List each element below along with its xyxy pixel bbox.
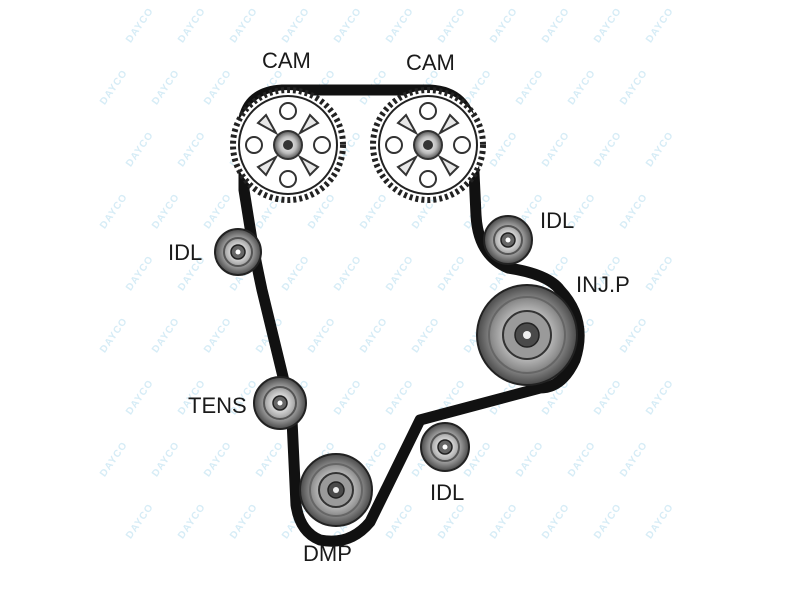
label-cam-left: CAM <box>262 48 311 73</box>
label-idl-lower: IDL <box>430 480 465 505</box>
idler-right-upper-pulley <box>483 215 533 265</box>
label-inj-pump: INJ.P <box>576 272 630 297</box>
injection-pump-pulley <box>476 284 578 386</box>
idler-left-pulley <box>214 228 262 276</box>
label-dmp: DMP <box>303 541 352 566</box>
label-tens: TENS <box>188 393 247 418</box>
label-idl-right-upper: IDL <box>540 208 575 233</box>
label-idl-left: IDL <box>168 240 203 265</box>
idler-lower-pulley <box>420 422 470 472</box>
tensioner-pulley <box>253 376 307 430</box>
label-cam-right: CAM <box>406 50 455 75</box>
cam-left-holes <box>245 102 331 188</box>
cam-right-gear <box>370 87 486 203</box>
cam-right-holes <box>385 102 471 188</box>
damper-pulley <box>299 453 373 527</box>
cam-left-gear <box>230 87 346 203</box>
